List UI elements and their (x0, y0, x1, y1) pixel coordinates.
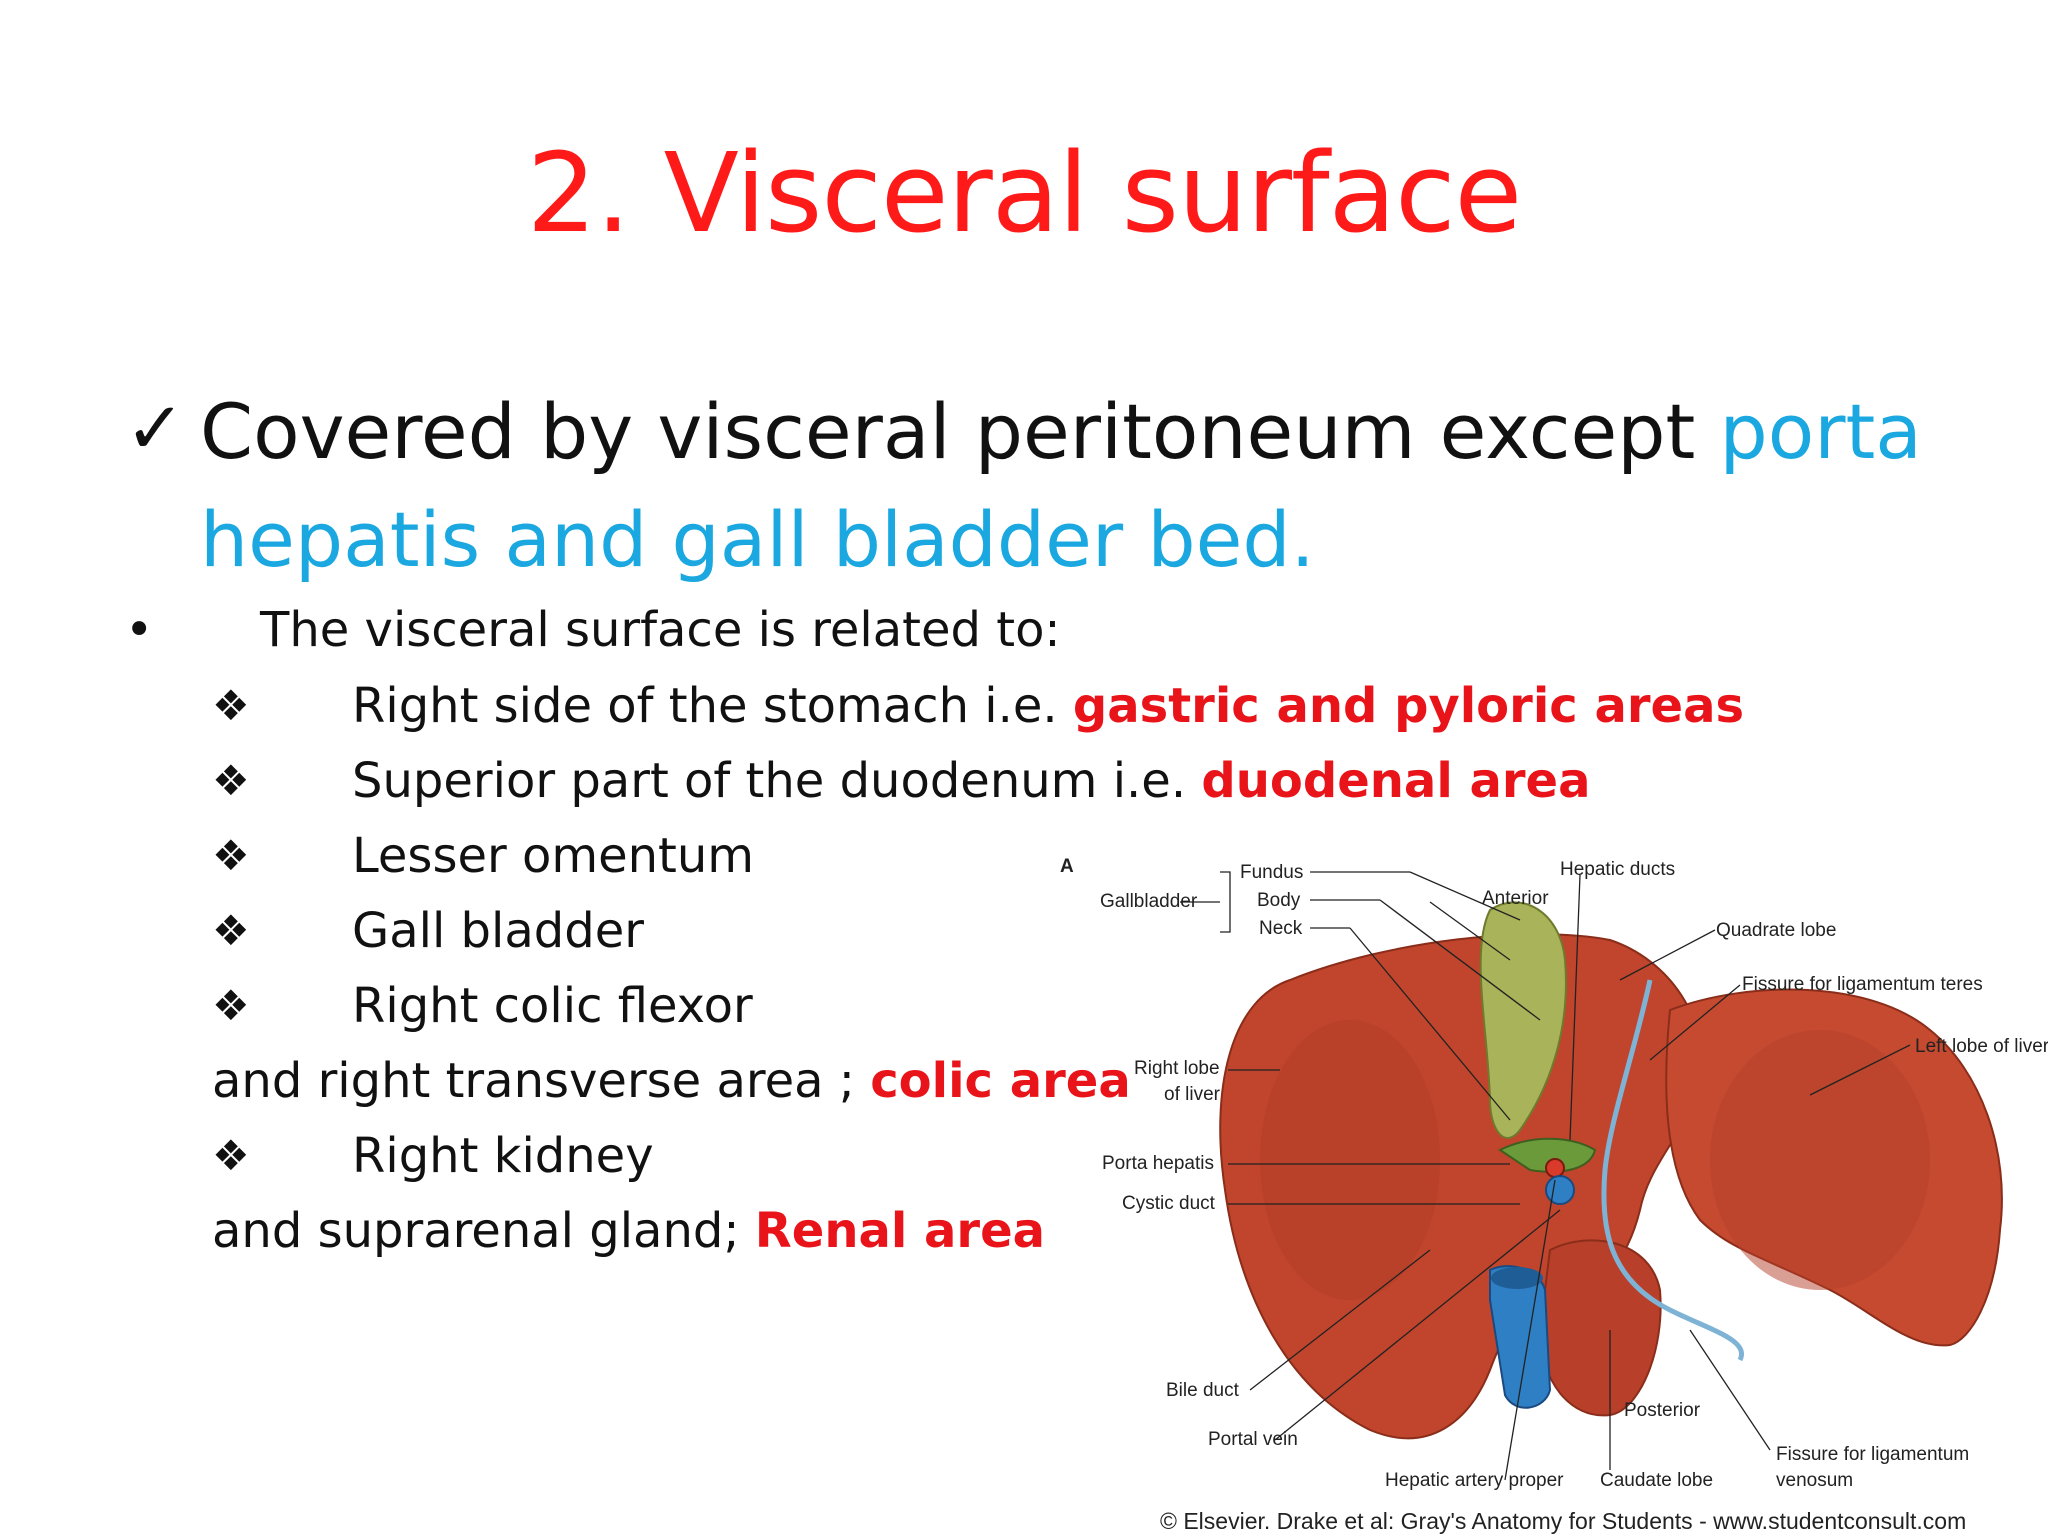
label-fissure-venosum-1: Fissure for ligamentum (1776, 1444, 1969, 1465)
main-bullet-text: Covered by visceral peritoneum except po… (200, 378, 1960, 594)
list-item-text: Superior part of the duodenum i.e. (352, 753, 1202, 809)
label-gallbladder: Gallbladder (1100, 891, 1198, 912)
label-caudate-lobe: Caudate lobe (1600, 1470, 1713, 1491)
fissure-line (1601, 979, 1744, 1362)
label-hepatic-artery: Hepatic artery proper (1385, 1470, 1564, 1491)
diamond-bullet-icon: ❖ (212, 756, 250, 805)
hepatic-artery-shape (1545, 1158, 1565, 1178)
list-item-highlight: gastric and pyloric areas (1072, 678, 1745, 734)
label-quadrate-lobe: Quadrate lobe (1716, 920, 1836, 941)
diamond-bullet-icon: ❖ (212, 681, 250, 730)
label-anterior: Anterior (1482, 888, 1549, 909)
label-fissure-teres: Fissure for ligamentum teres (1742, 974, 1983, 995)
label-hepatic-ducts: Hepatic ducts (1560, 859, 1675, 880)
diamond-bullet-icon: ❖ (212, 831, 250, 880)
continuation-highlight: Renal area (754, 1203, 1046, 1259)
list-item-text: Gall bladder (352, 903, 644, 959)
lobe-shading (1260, 1020, 1440, 1300)
list-item-continuation: and right transverse area ; colic area (212, 1051, 1131, 1111)
panel-letter: A (1060, 856, 1074, 877)
label-bile-duct: Bile duct (1166, 1380, 1240, 1401)
slide-title: 2. Visceral surface (526, 129, 1522, 257)
list-item-text: Right colic flexor (352, 978, 753, 1034)
continuation-highlight: colic area (870, 1053, 1131, 1109)
portal-vein-section (1545, 1175, 1575, 1205)
bullet-dot-icon: • (125, 602, 154, 658)
continuation-text: and right transverse area ; (212, 1053, 871, 1109)
label-body: Body (1257, 890, 1301, 911)
list-item-text: Lesser omentum (352, 828, 755, 884)
label-left-lobe: Left lobe of liver (1915, 1036, 2048, 1057)
main-bullet-black: Covered by visceral peritoneum except (200, 387, 1720, 476)
label-cystic-duct: Cystic duct (1122, 1193, 1216, 1214)
main-bullet-cyan-1: porta (1719, 387, 1922, 476)
label-right-lobe-2: of liver (1164, 1084, 1221, 1105)
label-portal-vein: Portal vein (1208, 1429, 1298, 1450)
label-porta-hepatis: Porta hepatis (1102, 1153, 1214, 1174)
diamond-bullet-icon: ❖ (212, 906, 250, 955)
liver-diagram: A Gallbladder Fundus Body Neck Hepatic d… (1050, 830, 2048, 1536)
caudate-lobe-shape (1538, 1239, 1662, 1417)
checkmark-icon: ✓ (125, 386, 186, 470)
vena-cava-opening (1491, 1267, 1543, 1289)
gallbladder-shape (1479, 901, 1567, 1139)
label-posterior: Posterior (1624, 1400, 1701, 1421)
lobe-shading (1710, 1030, 1930, 1290)
intro-text: The visceral surface is related to: (260, 602, 1061, 658)
diamond-bullet-icon: ❖ (212, 981, 250, 1030)
liver-illustration: A Gallbladder Fundus Body Neck Hepatic d… (1060, 856, 2048, 1491)
label-neck: Neck (1259, 918, 1303, 939)
continuation-text: and suprarenal gland; (212, 1203, 755, 1259)
label-fundus: Fundus (1240, 862, 1303, 883)
label-fissure-venosum-2: venosum (1776, 1470, 1853, 1491)
list-item-highlight: duodenal area (1201, 753, 1591, 809)
main-bullet-cyan-2: hepatis and gall bladder bed. (200, 495, 1315, 584)
diamond-bullet-icon: ❖ (212, 1131, 250, 1180)
list-item-continuation: and suprarenal gland; Renal area (212, 1201, 1045, 1261)
list-item-text: Right kidney (352, 1128, 654, 1184)
figure-copyright: © Elsevier. Drake et al: Gray's Anatomy … (1160, 1508, 1967, 1534)
list-item-text: Right side of the stomach i.e. (352, 678, 1073, 734)
label-right-lobe-1: Right lobe (1134, 1058, 1220, 1079)
leader-lines (1180, 871, 1911, 1481)
